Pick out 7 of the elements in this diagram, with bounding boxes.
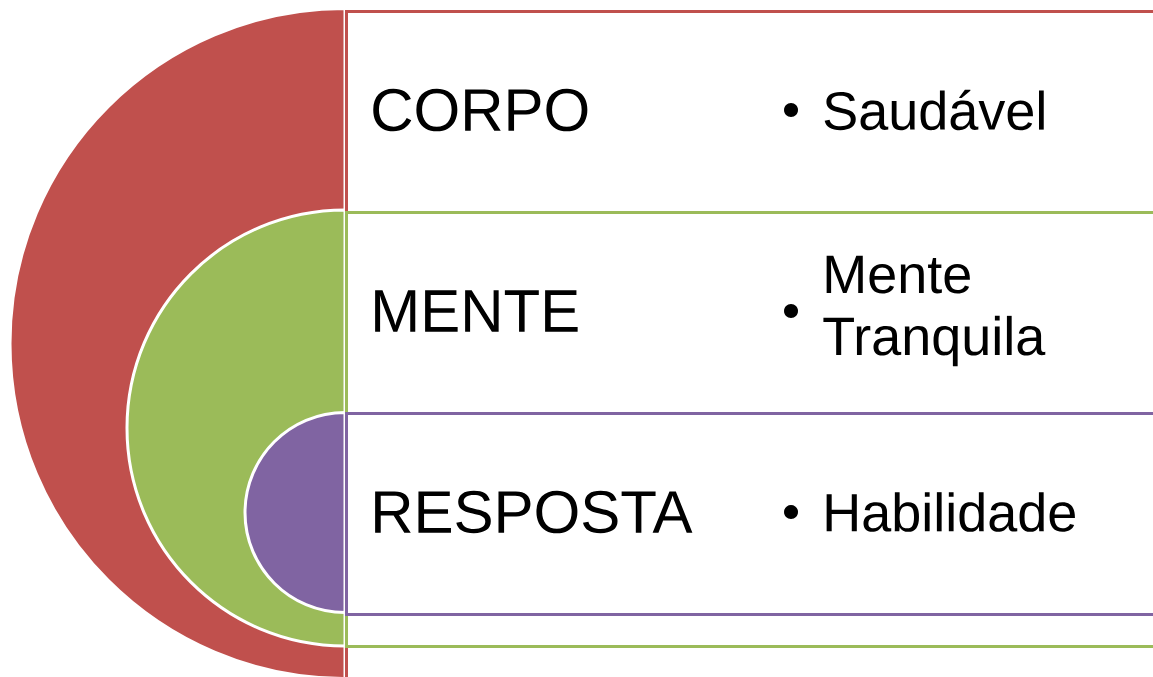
band-box (345, 412, 1153, 616)
bullet-text: Saudável (824, 89, 1044, 131)
heading: MENTE (375, 290, 578, 332)
bullet-text: Habilidade (826, 492, 1075, 532)
heading: CORPO (373, 88, 588, 132)
heading: RESPOSTA (375, 490, 693, 534)
bullet-text: Mente Tranquila (823, 255, 1046, 367)
